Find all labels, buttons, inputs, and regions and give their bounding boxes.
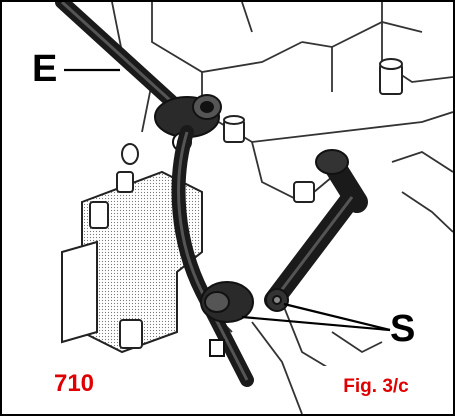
lower-joint: [200, 281, 289, 357]
rod-label: E: [32, 48, 58, 90]
throttle-rod: [55, 2, 179, 109]
screw-label: S: [390, 308, 416, 350]
figure-reference: Fig. 3/c: [306, 366, 446, 406]
screw-leader-lines: [241, 302, 391, 332]
lever-arm: [264, 149, 368, 310]
link-rod: [171, 125, 254, 387]
figure-number-text: 710: [53, 370, 95, 397]
pump-body: [61, 170, 203, 354]
figure-number: 710: [16, 362, 132, 406]
figure-reference-text: Fig. 3/c: [343, 375, 409, 397]
nut-icon: [121, 58, 403, 203]
